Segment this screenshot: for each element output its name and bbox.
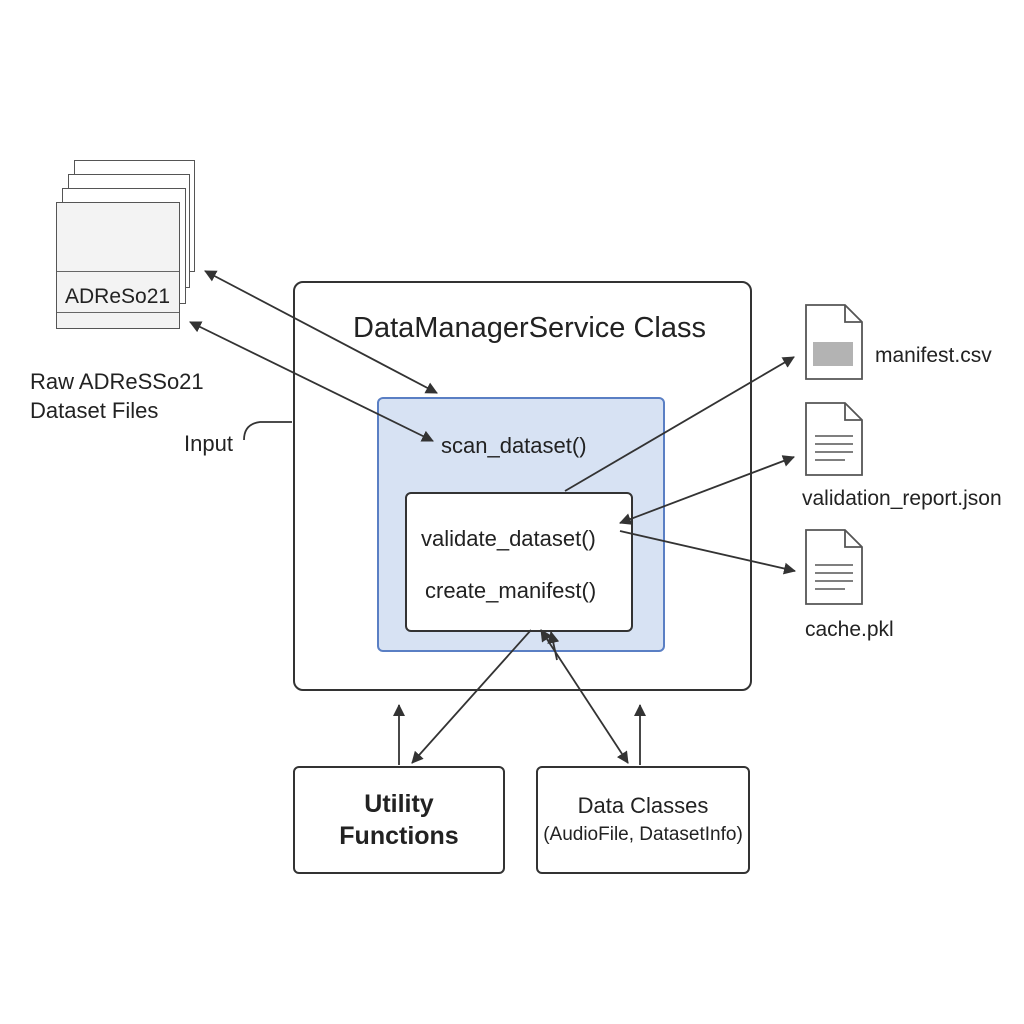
input-bracket (243, 421, 292, 441)
methods-to-utility-arrow (411, 629, 532, 764)
raw-files-caption-line2: Dataset Files (30, 398, 159, 423)
raw-file-front-sheet: ADReSo21 (56, 202, 180, 329)
utility-functions-line1: Utility (364, 790, 434, 818)
manifest-output-arrow (564, 356, 795, 492)
raw-files-caption: Raw ADReSSo21 Dataset Files (30, 367, 204, 425)
validation-report-arrow (619, 455, 795, 525)
file-band-line (57, 271, 179, 272)
utility-functions-line2: Functions (339, 822, 459, 850)
cache-output-arrow (619, 530, 796, 575)
manifest-file-label: manifest.csv (875, 344, 992, 367)
raw-files-stack-label: ADReSo21 (65, 285, 171, 308)
data-classes-detail: (AudioFile, DatasetInfo) (543, 824, 743, 845)
validate-dataset-method: validate_dataset() (421, 526, 596, 551)
validation-report-file-label: validation_report.json (802, 487, 1002, 510)
cache-file-label: cache.pkl (805, 618, 894, 641)
utility-functions-box: Utility Functions (293, 766, 505, 874)
raw-files-caption-line1: Raw ADReSSo21 (30, 369, 204, 394)
raw-to-service-arrow (204, 270, 438, 394)
validation-report-file-icon (805, 402, 863, 476)
data-classes-title: Data Classes (577, 793, 709, 818)
create-manifest-method: create_manifest() (425, 578, 597, 603)
raw-to-scan-arrow (189, 321, 434, 442)
methods-up-arrow (547, 631, 560, 661)
data-classes-box: Data Classes (AudioFile, DatasetInfo) (536, 766, 750, 874)
scan-dataset-method: scan_dataset() (441, 433, 587, 458)
manifest-file-icon (805, 304, 863, 380)
file-band-line (57, 312, 179, 313)
cache-file-icon (805, 529, 863, 605)
validation-methods-box (405, 492, 633, 632)
